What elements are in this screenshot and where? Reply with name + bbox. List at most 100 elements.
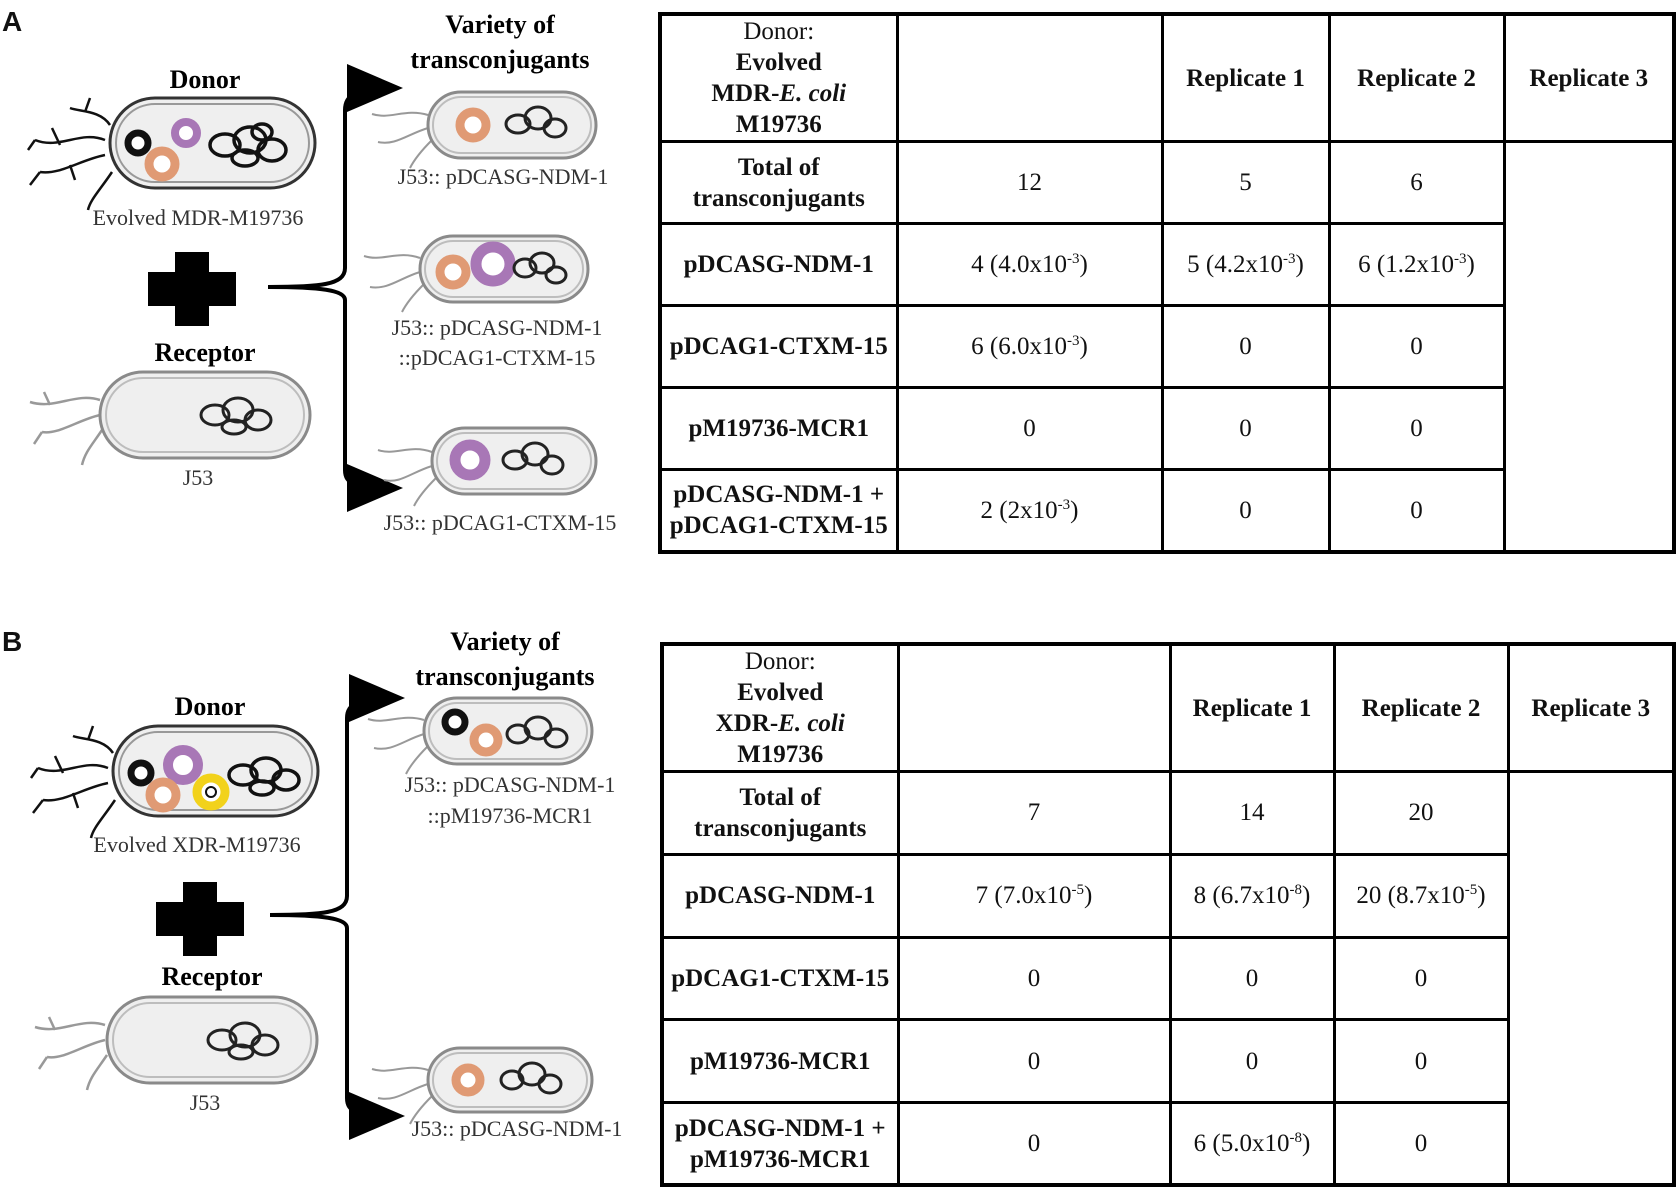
row-label: pDCAG1-CTXM-15 bbox=[660, 935, 900, 1022]
variety-title-line2: transconjugants bbox=[410, 45, 589, 74]
cell-replicate-2: 0 bbox=[1168, 935, 1336, 1022]
header-replicate-2: Replicate 2 bbox=[1327, 12, 1506, 143]
receptor-title: Receptor bbox=[154, 338, 255, 367]
cell-replicate-3: 20 bbox=[1332, 770, 1510, 856]
row-label: pDCASG-NDM-1 +pM19736-MCR1 bbox=[660, 1101, 900, 1187]
transconjugant-2-label-line2: ::pDCAG1-CTXM-15 bbox=[399, 345, 596, 370]
panel-a: A Donor Evolved MDR-M1973 bbox=[0, 0, 1676, 560]
cell-replicate-2: 8 (6.7x10-8) bbox=[1168, 852, 1336, 939]
header-replicate-1: Replicate 1 bbox=[1160, 12, 1331, 143]
row-label: pDCASG-NDM-1 bbox=[658, 222, 899, 307]
transconjugant-1-label: J53:: pDCASG-NDM-1 bbox=[398, 164, 609, 189]
row-label: pM19736-MCR1 bbox=[660, 1018, 900, 1105]
transconjugant-3-label: J53:: pDCAG1-CTXM-15 bbox=[384, 510, 617, 535]
transconjugant-1-icon bbox=[371, 90, 598, 169]
donor-strain-label: Evolved MDR-M19736 bbox=[93, 205, 304, 230]
donor-flagella-icon bbox=[26, 97, 114, 211]
cell-replicate-3: 0 bbox=[1332, 1101, 1510, 1187]
cell-replicate-1: 7 (7.0x10-5) bbox=[896, 852, 1172, 939]
cell-replicate-2: 0 bbox=[1168, 1018, 1336, 1105]
cell-replicate-2: 0 bbox=[1160, 468, 1331, 553]
cell-replicate-1: 2 (2x10-3) bbox=[895, 468, 1164, 553]
row-label: pDCAG1-CTXM-15 bbox=[658, 304, 899, 389]
donor-chromosome-icon bbox=[227, 756, 301, 797]
receptor-cell-icon bbox=[105, 995, 319, 1085]
variety-title-line1: Variety of bbox=[445, 10, 555, 39]
cell-replicate-2: 14 bbox=[1168, 770, 1336, 856]
empty-header-cell bbox=[895, 12, 1164, 143]
cell-replicate-2: 0 bbox=[1160, 304, 1331, 389]
cell-replicate-1: 6 (6.0x10-3) bbox=[895, 304, 1164, 389]
cell-replicate-2: 5 (4.2x10-3) bbox=[1160, 222, 1331, 307]
cell-replicate-3: 20 (8.7x10-5) bbox=[1332, 852, 1510, 939]
donor-title: Donor bbox=[170, 65, 241, 94]
transconjugant-2-icon bbox=[371, 1046, 594, 1125]
panel-b: B Donor Evolved XD bbox=[0, 620, 1676, 1187]
receptor-strain-label: J53 bbox=[190, 1090, 221, 1115]
cell-replicate-3: 0 bbox=[1327, 386, 1506, 471]
transconjugant-2-label: J53:: pDCASG-NDM-1 bbox=[412, 1116, 623, 1141]
header-replicate-3: Replicate 3 bbox=[1506, 642, 1676, 773]
transconjugant-3-icon bbox=[377, 426, 598, 507]
conjugation-schema-b: Donor Evolved XDR-M19736 Receptor bbox=[29, 627, 623, 1141]
cell-replicate-1: 0 bbox=[896, 935, 1172, 1022]
cell-replicate-1: 7 bbox=[896, 770, 1172, 856]
cell-replicate-3: 0 bbox=[1327, 468, 1506, 553]
receptor-strain-label: J53 bbox=[183, 465, 214, 490]
donor-title: Donor bbox=[175, 692, 246, 721]
receptor-title: Receptor bbox=[161, 962, 262, 991]
cell-replicate-1: 0 bbox=[895, 386, 1164, 471]
panel-letter: A bbox=[2, 6, 23, 37]
conjugation-schema-a: Donor Evolved MDR-M19736 Receptor bbox=[26, 10, 617, 535]
cell-replicate-2: 5 bbox=[1160, 140, 1331, 225]
empty-header-cell bbox=[896, 642, 1172, 773]
row-label: pM19736-MCR1 bbox=[658, 386, 899, 471]
transconjugant-1-label-line1: J53:: pDCASG-NDM-1 bbox=[405, 772, 616, 797]
variety-title-line2: transconjugants bbox=[415, 662, 594, 691]
panel-letter: B bbox=[2, 626, 23, 657]
transconjugant-1-label-line2: ::pM19736-MCR1 bbox=[427, 803, 592, 828]
donor-plasmids-icon bbox=[127, 745, 230, 813]
header-replicate-1: Replicate 1 bbox=[1168, 642, 1336, 773]
cell-replicate-3: 6 (1.2x10-3) bbox=[1327, 222, 1506, 307]
transconjugant-2-label-line1: J53:: pDCASG-NDM-1 bbox=[392, 315, 603, 340]
cell-replicate-1: 12 bbox=[895, 140, 1164, 225]
donor-plasmids-icon bbox=[124, 118, 201, 182]
receptor-flagella-icon bbox=[34, 1016, 109, 1091]
cell-replicate-3: 0 bbox=[1332, 1018, 1510, 1105]
header-replicate-3: Replicate 3 bbox=[1502, 12, 1676, 143]
cell-replicate-1: 0 bbox=[896, 1018, 1172, 1105]
donor-flagella-icon bbox=[29, 725, 117, 839]
donor-cell: Donor: Evolved XDR-E. coli M19736 bbox=[660, 642, 900, 773]
plus-icon bbox=[148, 252, 236, 326]
plus-icon bbox=[156, 882, 244, 956]
receptor-chromosome-icon bbox=[199, 396, 273, 436]
header-replicate-2: Replicate 2 bbox=[1332, 642, 1510, 773]
cell-replicate-1: 4 (4.0x10-3) bbox=[895, 222, 1164, 307]
variety-title-line1: Variety of bbox=[450, 627, 560, 656]
donor-strain-label: Evolved XDR-M19736 bbox=[93, 832, 300, 857]
transconjugant-2-icon bbox=[363, 234, 590, 313]
cell-replicate-2: 6 (5.0x10-8) bbox=[1168, 1101, 1336, 1187]
donor-chromosome-icon bbox=[208, 122, 288, 168]
receptor-cell-icon bbox=[98, 370, 312, 460]
cell-replicate-3: 0 bbox=[1332, 935, 1510, 1022]
cell-replicate-3: 6 bbox=[1327, 140, 1506, 225]
cell-replicate-3: 0 bbox=[1327, 304, 1506, 389]
cell-replicate-1: 0 bbox=[896, 1101, 1172, 1187]
receptor-chromosome-icon bbox=[206, 1021, 280, 1061]
row-label: pDCASG-NDM-1 bbox=[660, 852, 900, 939]
results-table-a: Donor: Evolved MDR-E. coli M19736 Replic… bbox=[658, 12, 1676, 554]
transfer-arrows bbox=[269, 674, 405, 1140]
